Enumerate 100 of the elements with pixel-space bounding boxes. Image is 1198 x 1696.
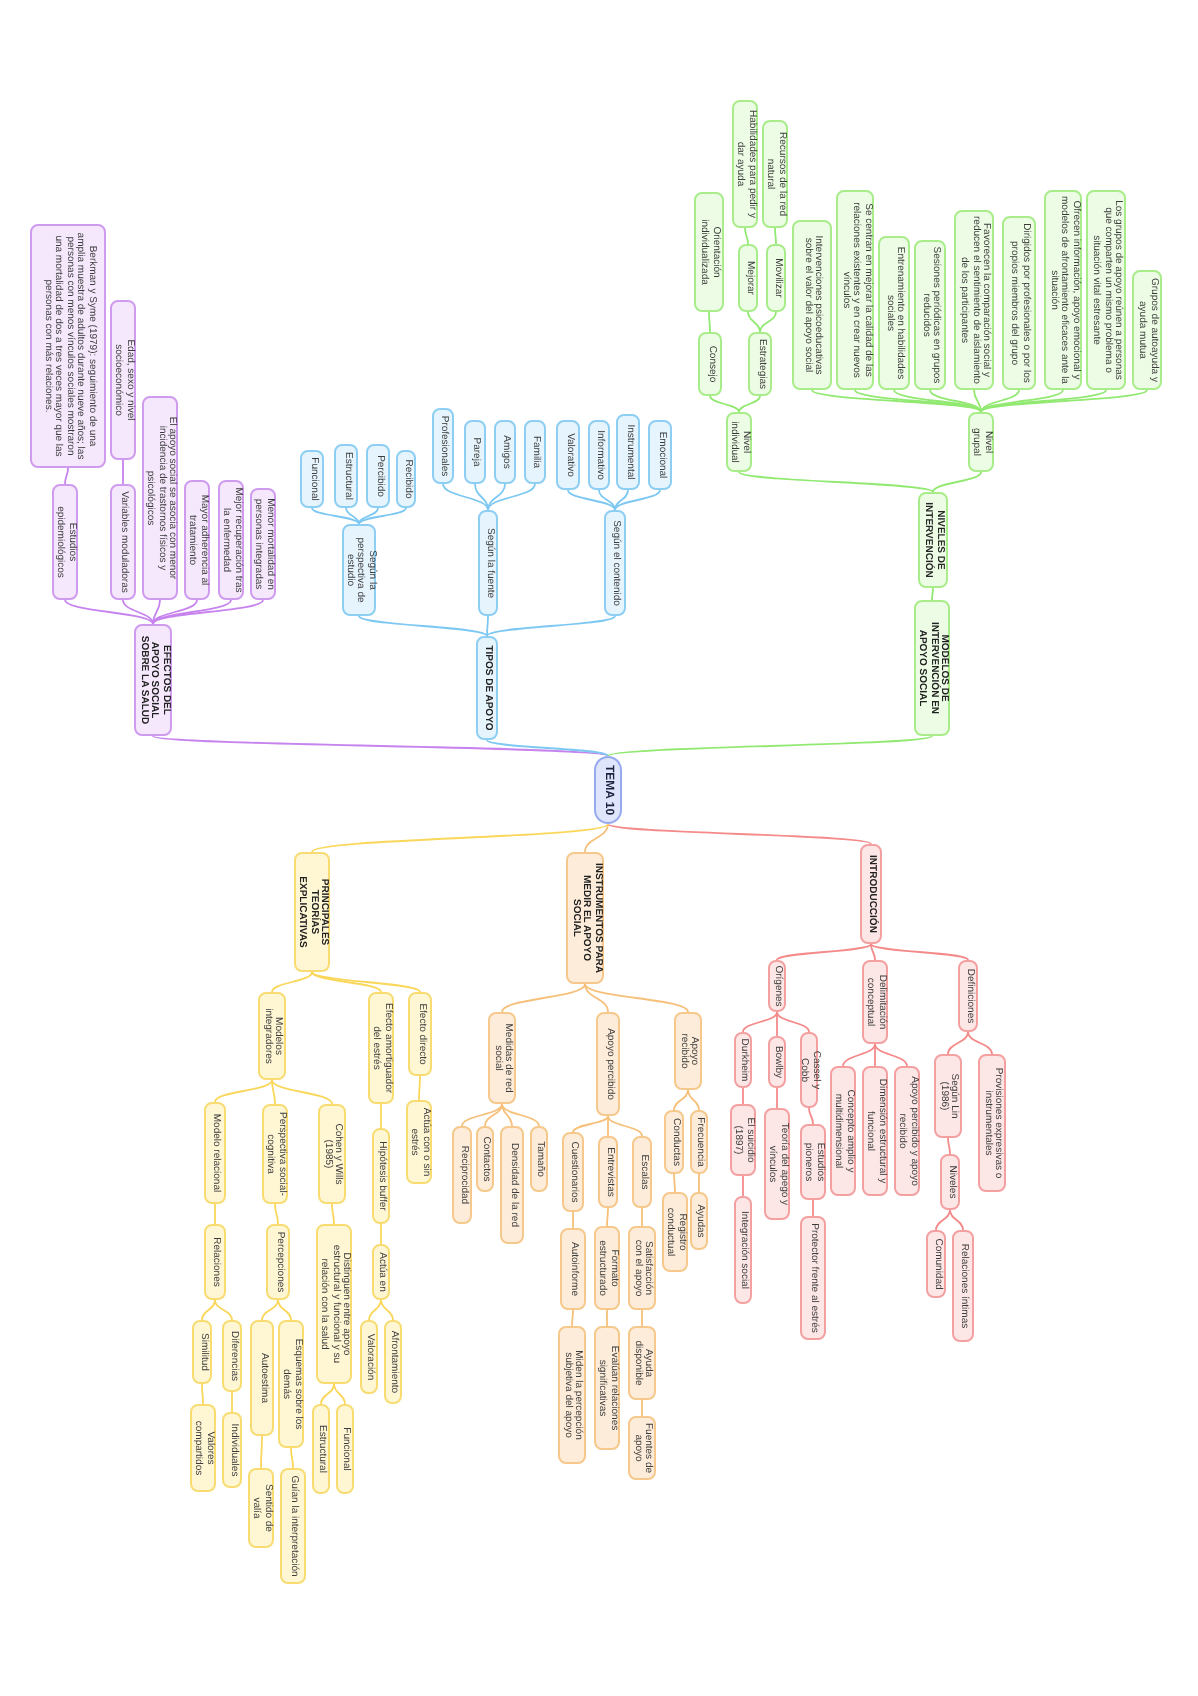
- branch-line: [929, 389, 982, 413]
- branch-line: [358, 615, 488, 637]
- branch-line: [358, 507, 407, 525]
- branch-line: [152, 599, 198, 625]
- branch-line: [842, 1043, 876, 1067]
- branch-line: [584, 823, 609, 853]
- branch-line: [973, 389, 982, 413]
- branch-line: [345, 507, 360, 525]
- branch-line: [486, 615, 489, 637]
- branch-line: [606, 1309, 608, 1327]
- branch-line: [486, 615, 616, 637]
- branch-line: [152, 599, 161, 625]
- branch-line: [607, 735, 933, 757]
- branch-line: [567, 489, 616, 511]
- branch-line: [311, 971, 421, 993]
- branch-line: [311, 971, 382, 993]
- branch-line: [571, 1309, 574, 1327]
- branch-line: [274, 1203, 279, 1225]
- branch-line: [614, 489, 629, 511]
- branch-line: [380, 1223, 382, 1245]
- branch-line: [738, 471, 934, 493]
- branch-line: [607, 823, 872, 845]
- branch-line: [641, 1399, 643, 1417]
- branch-line: [808, 1107, 814, 1125]
- branch-line: [776, 943, 872, 961]
- branch-line: [980, 389, 1107, 413]
- branch-line: [333, 1383, 346, 1405]
- branch-line: [811, 389, 982, 413]
- branch-line: [947, 1137, 951, 1155]
- branch-line: [261, 1299, 279, 1321]
- branch-line: [271, 1079, 333, 1105]
- branch-line: [214, 1299, 233, 1321]
- branch-line: [501, 1103, 513, 1127]
- branch-line: [870, 943, 969, 961]
- branch-line: [742, 1087, 744, 1105]
- branch-line: [947, 1031, 969, 1055]
- branch-line: [673, 1089, 689, 1111]
- branch-line: [747, 311, 761, 333]
- branch-line: [64, 467, 69, 485]
- branch-line: [380, 1103, 382, 1129]
- branch-line: [606, 1207, 609, 1227]
- branch-line: [874, 1043, 876, 1067]
- branch-line: [358, 507, 379, 525]
- branch-line: [260, 1435, 263, 1469]
- branch-line: [874, 1043, 908, 1067]
- branch-line: [967, 1031, 993, 1055]
- branch-line: [380, 1299, 394, 1321]
- branch-line: [311, 507, 360, 525]
- branch-line: [152, 599, 264, 625]
- branch-line: [935, 1209, 951, 1231]
- branch-line: [271, 971, 313, 993]
- branch-line: [607, 1115, 643, 1137]
- branch-line: [738, 395, 761, 413]
- branch-line: [709, 395, 740, 413]
- branch-line: [932, 471, 982, 493]
- branch-line: [584, 983, 689, 1013]
- branch-line: [486, 739, 609, 757]
- branch-line: [776, 1011, 810, 1033]
- branch-line: [687, 1089, 700, 1111]
- branch-line: [776, 1011, 778, 1037]
- branch-line: [442, 483, 489, 511]
- branch-line: [214, 1203, 216, 1225]
- branch-line: [980, 389, 1020, 413]
- branch-line: [854, 389, 982, 413]
- branch-line: [893, 389, 982, 413]
- branch-line: [598, 489, 616, 511]
- branch-line: [64, 599, 154, 625]
- branch-line: [641, 1309, 643, 1327]
- branch-line: [501, 983, 586, 1013]
- branch-line: [708, 311, 711, 333]
- branch-line: [931, 587, 934, 601]
- branch-line: [744, 227, 749, 245]
- branch-line: [201, 1383, 204, 1405]
- branch-line: [418, 1075, 421, 1101]
- branch-line: [331, 1203, 335, 1225]
- branch-line: [742, 1011, 778, 1033]
- branch-line: [214, 1079, 273, 1103]
- branch-line: [776, 1087, 778, 1109]
- branch-line: [980, 389, 1064, 413]
- branch-line: [484, 1103, 503, 1127]
- branch-line: [641, 1207, 643, 1227]
- branch-line: [290, 1447, 294, 1469]
- branch-line: [980, 389, 1148, 413]
- branch-line: [487, 483, 536, 511]
- branch-line: [774, 227, 777, 245]
- branch-line: [698, 1173, 700, 1193]
- branch-line: [572, 1115, 609, 1133]
- branch-line: [231, 1391, 233, 1413]
- branch-line: [607, 1115, 609, 1137]
- branch-line: [368, 1299, 382, 1321]
- branch-line: [152, 599, 232, 625]
- branch-line: [487, 483, 506, 511]
- branch-line: [201, 1299, 216, 1321]
- branch-line: [812, 1199, 814, 1217]
- branch-line: [152, 735, 609, 757]
- branch-line: [501, 1103, 540, 1127]
- branch-line: [311, 823, 609, 853]
- branch-line: [461, 1103, 503, 1127]
- branch-line: [320, 1383, 335, 1405]
- branch-line: [271, 1079, 276, 1105]
